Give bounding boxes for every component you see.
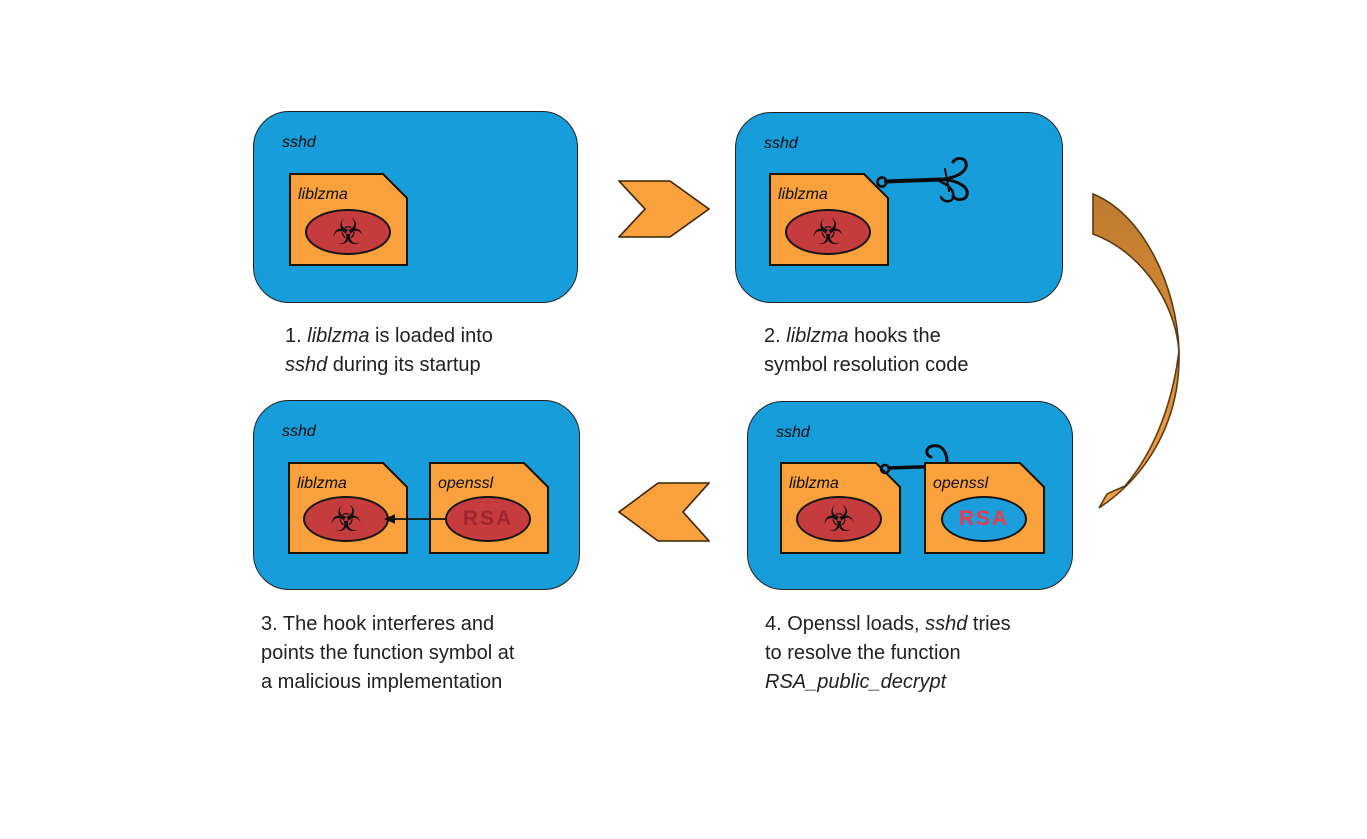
rsa-logo-hijacked: RSA [445,496,531,542]
panel-step1-sshd-box: sshd liblzma ☣ [253,111,578,303]
chevron-left-icon [618,482,710,542]
caption-text: liblzma [786,325,849,347]
liblzma-file: liblzma ☣ [780,462,901,554]
caption-text: 4. Openssl loads, [765,613,926,635]
caption-text: a malicious implementation [261,671,503,693]
openssl-file: openssl RSA [924,462,1045,554]
file-label: liblzma [789,475,839,492]
liblzma-file: liblzma ☣ [288,462,408,554]
panel-step4-sshd-box: sshd liblzma ☣ openssl RSA [747,401,1073,590]
curved-arrow-icon [1092,192,1180,509]
process-label-sshd: sshd [282,134,316,151]
caption-text: to resolve the function [765,642,961,664]
caption-step4: 4. Openssl loads, sshd tries to resolve … [765,610,1011,697]
caption-text: liblzma [307,325,370,347]
redirect-arrow-icon [384,514,447,524]
rsa-logo-text: RSA [958,507,1010,530]
file-label: liblzma [778,186,828,203]
biohazard-icon: ☣ [329,498,363,539]
chevron-right-icon [618,180,710,238]
caption-step1: 1. liblzma is loaded into sshd during it… [285,322,493,380]
biohazard-icon: ☣ [331,211,365,252]
caption-text: sshd [285,354,328,376]
caption-text: is loaded into [369,325,493,347]
caption-text: tries [967,613,1011,635]
malware-badge: ☣ [303,496,389,542]
biohazard-icon: ☣ [811,211,845,252]
caption-text: hooks the [848,325,941,347]
biohazard-icon: ☣ [822,498,856,539]
panel-step2-sshd-box: sshd liblzma ☣ [735,112,1063,303]
process-label-sshd: sshd [776,424,810,441]
caption-text: 3. The hook interferes and [261,613,495,635]
caption-text: sshd [925,613,968,635]
process-label-sshd: sshd [282,423,316,440]
malware-badge: ☣ [305,209,391,255]
file-label: openssl [438,475,494,492]
malware-badge: ☣ [785,209,871,255]
liblzma-file: liblzma ☣ [769,173,889,266]
rsa-logo-text: RSA [462,507,514,530]
file-label: liblzma [298,186,348,203]
file-label: liblzma [297,475,347,492]
file-label: openssl [933,475,989,492]
caption-step2: 2. liblzma hooks the symbol resolution c… [764,322,969,380]
caption-text: RSA_public_decrypt [765,671,947,693]
panel-step3-sshd-box: sshd liblzma ☣ openssl RSA [253,400,580,590]
caption-text: during its startup [327,354,481,376]
openssl-file: openssl RSA [429,462,549,554]
caption-text: symbol resolution code [764,354,969,376]
liblzma-file: liblzma ☣ [289,173,408,266]
caption-step3: 3. The hook interferes and points the fu… [261,610,514,697]
caption-text: 2. [764,325,787,347]
process-label-sshd: sshd [764,135,798,152]
rsa-logo: RSA [941,496,1027,542]
malware-badge: ☣ [796,496,882,542]
caption-text: 1. [285,325,308,347]
grappling-hook-icon [876,156,969,203]
caption-text: points the function symbol at [261,642,515,664]
